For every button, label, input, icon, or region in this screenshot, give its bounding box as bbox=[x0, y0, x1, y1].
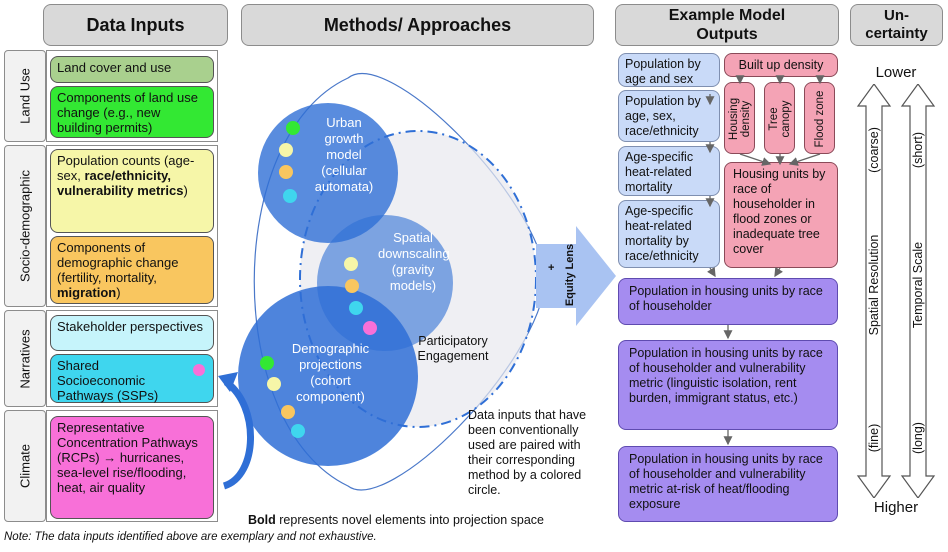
urban-dot-green bbox=[286, 121, 300, 135]
category-land-use: Land Use bbox=[4, 50, 46, 142]
header-methods: Methods/ Approaches bbox=[241, 4, 594, 46]
equity-lens-arrow bbox=[536, 226, 616, 326]
temporal-double-arrow bbox=[900, 84, 936, 498]
temporal-short: (short) bbox=[911, 131, 925, 169]
feedback-arrow bbox=[222, 379, 254, 490]
spatial-dot-orange bbox=[345, 279, 359, 293]
pairing-note: Data inputs that have been conventionall… bbox=[468, 408, 587, 497]
output-flood-zone: Flood zone bbox=[804, 82, 835, 154]
pop-counts-end: ) bbox=[183, 183, 188, 198]
input-stakeholder: Stakeholder perspectives bbox=[50, 315, 214, 351]
input-ssp: Shared Socioeconomic Pathways (SSPs) bbox=[50, 354, 214, 403]
equity-plus: + bbox=[548, 262, 555, 274]
output-built-up: Built up density bbox=[724, 53, 838, 77]
urban-dot-yellow bbox=[279, 143, 293, 157]
footnote: Note: The data inputs identified above a… bbox=[4, 531, 377, 543]
components-demo-end: ) bbox=[116, 285, 121, 300]
group-frame-climate bbox=[46, 410, 218, 522]
bold-note-rest: represents novel elements into projectio… bbox=[275, 513, 544, 527]
category-climate: Climate bbox=[4, 410, 46, 522]
equity-lens-label: Equity Lens bbox=[564, 243, 576, 307]
spatial-resolution-label: Spatial Resolution bbox=[867, 234, 881, 336]
urban-dot-orange bbox=[279, 165, 293, 179]
output-housing-density: Housing density bbox=[724, 82, 755, 154]
demographic-dot-green bbox=[260, 356, 274, 370]
pop-counts-bold: race/ethnicity, vulnerability metrics bbox=[57, 168, 184, 198]
spatial-dot-magenta bbox=[363, 321, 377, 335]
header-outputs: Example Model Outputs bbox=[615, 4, 839, 46]
category-socio: Socio-demographic bbox=[4, 145, 46, 307]
spatial-dot-yellow bbox=[344, 257, 358, 271]
demographic-projections-label: Demographic projections (cohort componen… bbox=[291, 341, 370, 404]
bold-note: Bold represents novel elements into proj… bbox=[248, 513, 568, 527]
output-age-heat: Age-specific heat-related mortality bbox=[618, 146, 720, 196]
category-narratives-label: Narratives bbox=[17, 328, 33, 389]
urban-dot-cyan bbox=[283, 189, 297, 203]
components-demo-bold: migration bbox=[57, 285, 117, 300]
uncertainty-lower: Lower bbox=[875, 64, 917, 81]
methods-diagram bbox=[218, 73, 616, 491]
output-purple-1: Population in housing units by race of h… bbox=[618, 278, 838, 325]
input-components-demo: Components of demographic change (fertil… bbox=[50, 236, 214, 304]
spatial-coarse: (coarse) bbox=[867, 127, 881, 173]
output-age-heat-race: Age-specific heat-related mortality by r… bbox=[618, 200, 720, 268]
output-purple-3: Population in housing units by race of h… bbox=[618, 446, 838, 522]
output-pop-age-sex-race: Population by age, sex, race/ethnicity bbox=[618, 90, 720, 142]
input-land-cover: Land cover and use bbox=[50, 56, 214, 83]
temporal-scale-label: Temporal Scale bbox=[911, 241, 925, 329]
spatial-fine: (fine) bbox=[867, 423, 881, 453]
temporal-long: (long) bbox=[911, 422, 925, 454]
group-frame-socio bbox=[46, 145, 218, 307]
category-socio-label: Socio-demographic bbox=[17, 169, 33, 283]
group-frame-narr bbox=[46, 310, 218, 407]
category-climate-label: Climate bbox=[17, 443, 33, 489]
pop-counts-text: Population counts (age-sex, bbox=[57, 153, 195, 183]
urban-growth-label: Urban growth model (cellular automata) bbox=[314, 115, 374, 194]
participatory-label: Participatory Engagement bbox=[417, 334, 489, 363]
header-data-inputs: Data Inputs bbox=[43, 4, 228, 46]
header-uncertainty: Un-certainty bbox=[850, 4, 943, 46]
group-frame-land bbox=[46, 50, 218, 142]
bold-note-bold: Bold bbox=[248, 513, 276, 527]
output-purple-2: Population in housing units by race of h… bbox=[618, 340, 838, 430]
spatial-double-arrow bbox=[856, 84, 892, 498]
output-pop-age-sex: Population by age and sex bbox=[618, 53, 720, 87]
urban-circle bbox=[258, 103, 398, 243]
demographic-dot-yellow bbox=[267, 377, 281, 391]
input-population-counts: Population counts (age-sex, race/ethnici… bbox=[50, 149, 214, 233]
feedback-arrow-head bbox=[218, 372, 238, 392]
ssp-pairing-dot bbox=[193, 364, 205, 376]
spatial-dot-cyan bbox=[349, 301, 363, 315]
spatial-downscaling-label: Spatial downscaling (gravity models) bbox=[378, 230, 450, 293]
uncertainty-higher: Higher bbox=[873, 499, 919, 516]
output-housing-units: Housing units by race of householder in … bbox=[724, 162, 838, 268]
demographic-dot-orange bbox=[281, 405, 295, 419]
uncertainty-arrows bbox=[856, 84, 936, 498]
category-narratives: Narratives bbox=[4, 310, 46, 407]
category-land-use-label: Land Use bbox=[17, 68, 33, 124]
input-components-land: Components of land use change (e.g., new… bbox=[50, 86, 214, 138]
components-demo-text: Components of demographic change (fertil… bbox=[57, 240, 179, 285]
output-connectors bbox=[705, 75, 825, 446]
input-rcp: Representative Concentration Pathways (R… bbox=[50, 416, 214, 519]
demographic-dot-cyan bbox=[291, 424, 305, 438]
